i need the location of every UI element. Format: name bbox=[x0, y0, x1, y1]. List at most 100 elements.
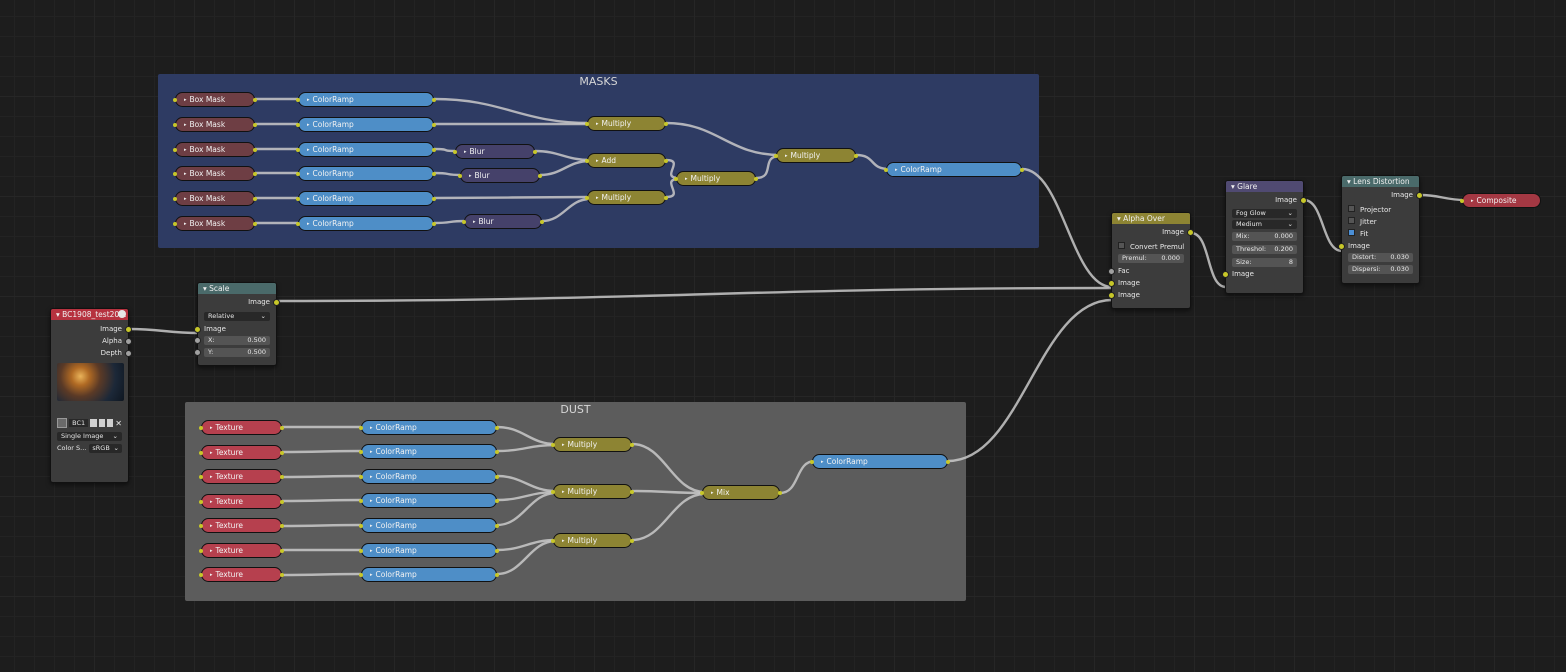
box-mask-node[interactable]: ▸Box Mask bbox=[173, 216, 257, 231]
alpha-over-node[interactable]: ▾ Alpha Over Image Convert Premul Premul… bbox=[1108, 212, 1194, 309]
mix-node[interactable]: ▸Mix bbox=[700, 485, 782, 500]
color-ramp-node[interactable]: ▸ColorRamp bbox=[296, 92, 436, 107]
convert-premul-checkbox[interactable]: Convert Premul bbox=[1112, 241, 1190, 253]
node-link[interactable] bbox=[281, 523, 364, 528]
input-socket[interactable] bbox=[173, 98, 177, 102]
output-socket[interactable] bbox=[664, 196, 668, 200]
multiply-node[interactable]: ▸Multiply bbox=[674, 171, 758, 186]
input-socket[interactable] bbox=[774, 154, 778, 158]
premul-field[interactable]: Premul:0.000 bbox=[1118, 254, 1184, 263]
node-link[interactable] bbox=[496, 490, 557, 502]
output-socket[interactable] bbox=[253, 222, 257, 226]
input-socket[interactable] bbox=[194, 337, 201, 344]
image-icon[interactable] bbox=[57, 418, 68, 428]
box-mask-node[interactable]: ▸Box Mask bbox=[173, 92, 257, 107]
texture-node[interactable]: ▸Texture bbox=[199, 518, 284, 533]
node-link[interactable] bbox=[539, 159, 591, 177]
node-link[interactable] bbox=[496, 538, 557, 552]
color-ramp-node[interactable]: ▸ColorRamp bbox=[359, 493, 499, 508]
output-socket[interactable] bbox=[495, 450, 499, 454]
output-socket[interactable] bbox=[495, 573, 499, 577]
collapse-icon[interactable]: ▾ bbox=[1347, 177, 1354, 186]
input-socket[interactable] bbox=[199, 451, 203, 455]
box-mask-node[interactable]: ▸Box Mask bbox=[173, 166, 257, 181]
box-mask-node[interactable]: ▸Box Mask bbox=[173, 142, 257, 157]
node-link[interactable] bbox=[496, 425, 557, 446]
node-link[interactable] bbox=[541, 197, 591, 223]
input-socket[interactable] bbox=[359, 549, 363, 553]
output-socket[interactable] bbox=[1416, 192, 1423, 199]
input-socket[interactable] bbox=[359, 475, 363, 479]
node-link[interactable] bbox=[947, 298, 1113, 463]
multiply-node[interactable]: ▸Multiply bbox=[551, 437, 634, 452]
output-socket[interactable] bbox=[253, 98, 257, 102]
node-link[interactable] bbox=[281, 572, 364, 577]
glare-node[interactable]: ▾ Glare Image Fog Glow⌄ Medium⌄ Mix:0.00… bbox=[1222, 180, 1307, 294]
output-socket[interactable] bbox=[630, 490, 634, 494]
output-socket[interactable] bbox=[125, 326, 132, 333]
output-socket[interactable] bbox=[630, 443, 634, 447]
quality-select[interactable]: Medium⌄ bbox=[1232, 220, 1297, 229]
output-socket[interactable] bbox=[854, 154, 858, 158]
output-socket[interactable] bbox=[495, 524, 499, 528]
input-socket[interactable] bbox=[173, 172, 177, 176]
close-icon[interactable]: ✕ bbox=[115, 418, 122, 428]
texture-node[interactable]: ▸Texture bbox=[199, 469, 284, 484]
jitter-checkbox[interactable]: Jitter bbox=[1342, 216, 1419, 228]
color-ramp-node[interactable]: ▸ColorRamp bbox=[296, 117, 436, 132]
output-socket[interactable] bbox=[253, 172, 257, 176]
output-socket[interactable] bbox=[495, 475, 499, 479]
size-field[interactable]: Size:8 bbox=[1232, 258, 1297, 267]
input-socket[interactable] bbox=[194, 326, 201, 333]
pin-icon[interactable] bbox=[118, 310, 126, 318]
open-file-icon[interactable] bbox=[106, 419, 114, 427]
multiply-node[interactable]: ▸Multiply bbox=[774, 148, 858, 163]
node-link[interactable] bbox=[496, 539, 557, 576]
multiply-node[interactable]: ▸Multiply bbox=[551, 533, 634, 548]
input-socket[interactable] bbox=[173, 123, 177, 127]
composite-node[interactable]: ▸Composite bbox=[1460, 193, 1541, 208]
output-socket[interactable] bbox=[280, 475, 284, 479]
output-socket[interactable] bbox=[664, 122, 668, 126]
output-socket[interactable] bbox=[125, 338, 132, 345]
blur-node[interactable]: ▸Blur bbox=[458, 168, 542, 183]
input-socket[interactable] bbox=[199, 475, 203, 479]
node-link[interactable] bbox=[281, 474, 364, 479]
node-link[interactable] bbox=[1419, 193, 1466, 202]
node-link[interactable] bbox=[665, 121, 781, 157]
input-socket[interactable] bbox=[1460, 199, 1464, 203]
output-socket[interactable] bbox=[432, 222, 436, 226]
input-socket[interactable] bbox=[199, 426, 203, 430]
multiply-node[interactable]: ▸Multiply bbox=[585, 190, 668, 205]
collapse-icon[interactable]: ▾ bbox=[56, 310, 63, 319]
output-socket[interactable] bbox=[754, 177, 758, 181]
add-node[interactable]: ▸Add bbox=[585, 153, 668, 168]
output-socket[interactable] bbox=[253, 148, 257, 152]
node-link[interactable] bbox=[281, 498, 364, 503]
multiply-node[interactable]: ▸Multiply bbox=[551, 484, 634, 499]
x-field[interactable]: X:0.500 bbox=[194, 336, 270, 345]
input-socket[interactable] bbox=[674, 177, 678, 181]
output-socket[interactable] bbox=[495, 499, 499, 503]
output-socket[interactable] bbox=[280, 549, 284, 553]
node-link[interactable] bbox=[631, 442, 706, 494]
output-socket[interactable] bbox=[253, 123, 257, 127]
color-ramp-node[interactable]: ▸ColorRamp bbox=[296, 191, 436, 206]
checkbox-checked-icon[interactable] bbox=[1348, 229, 1355, 236]
blur-node[interactable]: ▸Blur bbox=[453, 144, 537, 159]
scale-node[interactable]: ▾ Scale Image Relative⌄ Image X:0.500 Y:… bbox=[194, 282, 280, 366]
output-socket[interactable] bbox=[280, 426, 284, 430]
image-datablock[interactable]: BC1 ✕ bbox=[57, 418, 122, 428]
output-socket[interactable] bbox=[540, 220, 544, 224]
color-ramp-node[interactable]: ▸ColorRamp bbox=[359, 444, 499, 459]
color-ramp-node[interactable]: ▸ColorRamp bbox=[296, 216, 436, 231]
output-socket[interactable] bbox=[432, 197, 436, 201]
node-link[interactable] bbox=[281, 449, 364, 454]
output-socket[interactable] bbox=[1300, 197, 1307, 204]
node-link[interactable] bbox=[433, 97, 591, 125]
collapse-icon[interactable]: ▾ bbox=[203, 284, 210, 293]
output-socket[interactable] bbox=[946, 460, 950, 464]
color-ramp-node[interactable]: ▸ColorRamp bbox=[359, 469, 499, 484]
checkbox-icon[interactable] bbox=[1118, 242, 1125, 249]
input-socket[interactable] bbox=[1108, 268, 1115, 275]
